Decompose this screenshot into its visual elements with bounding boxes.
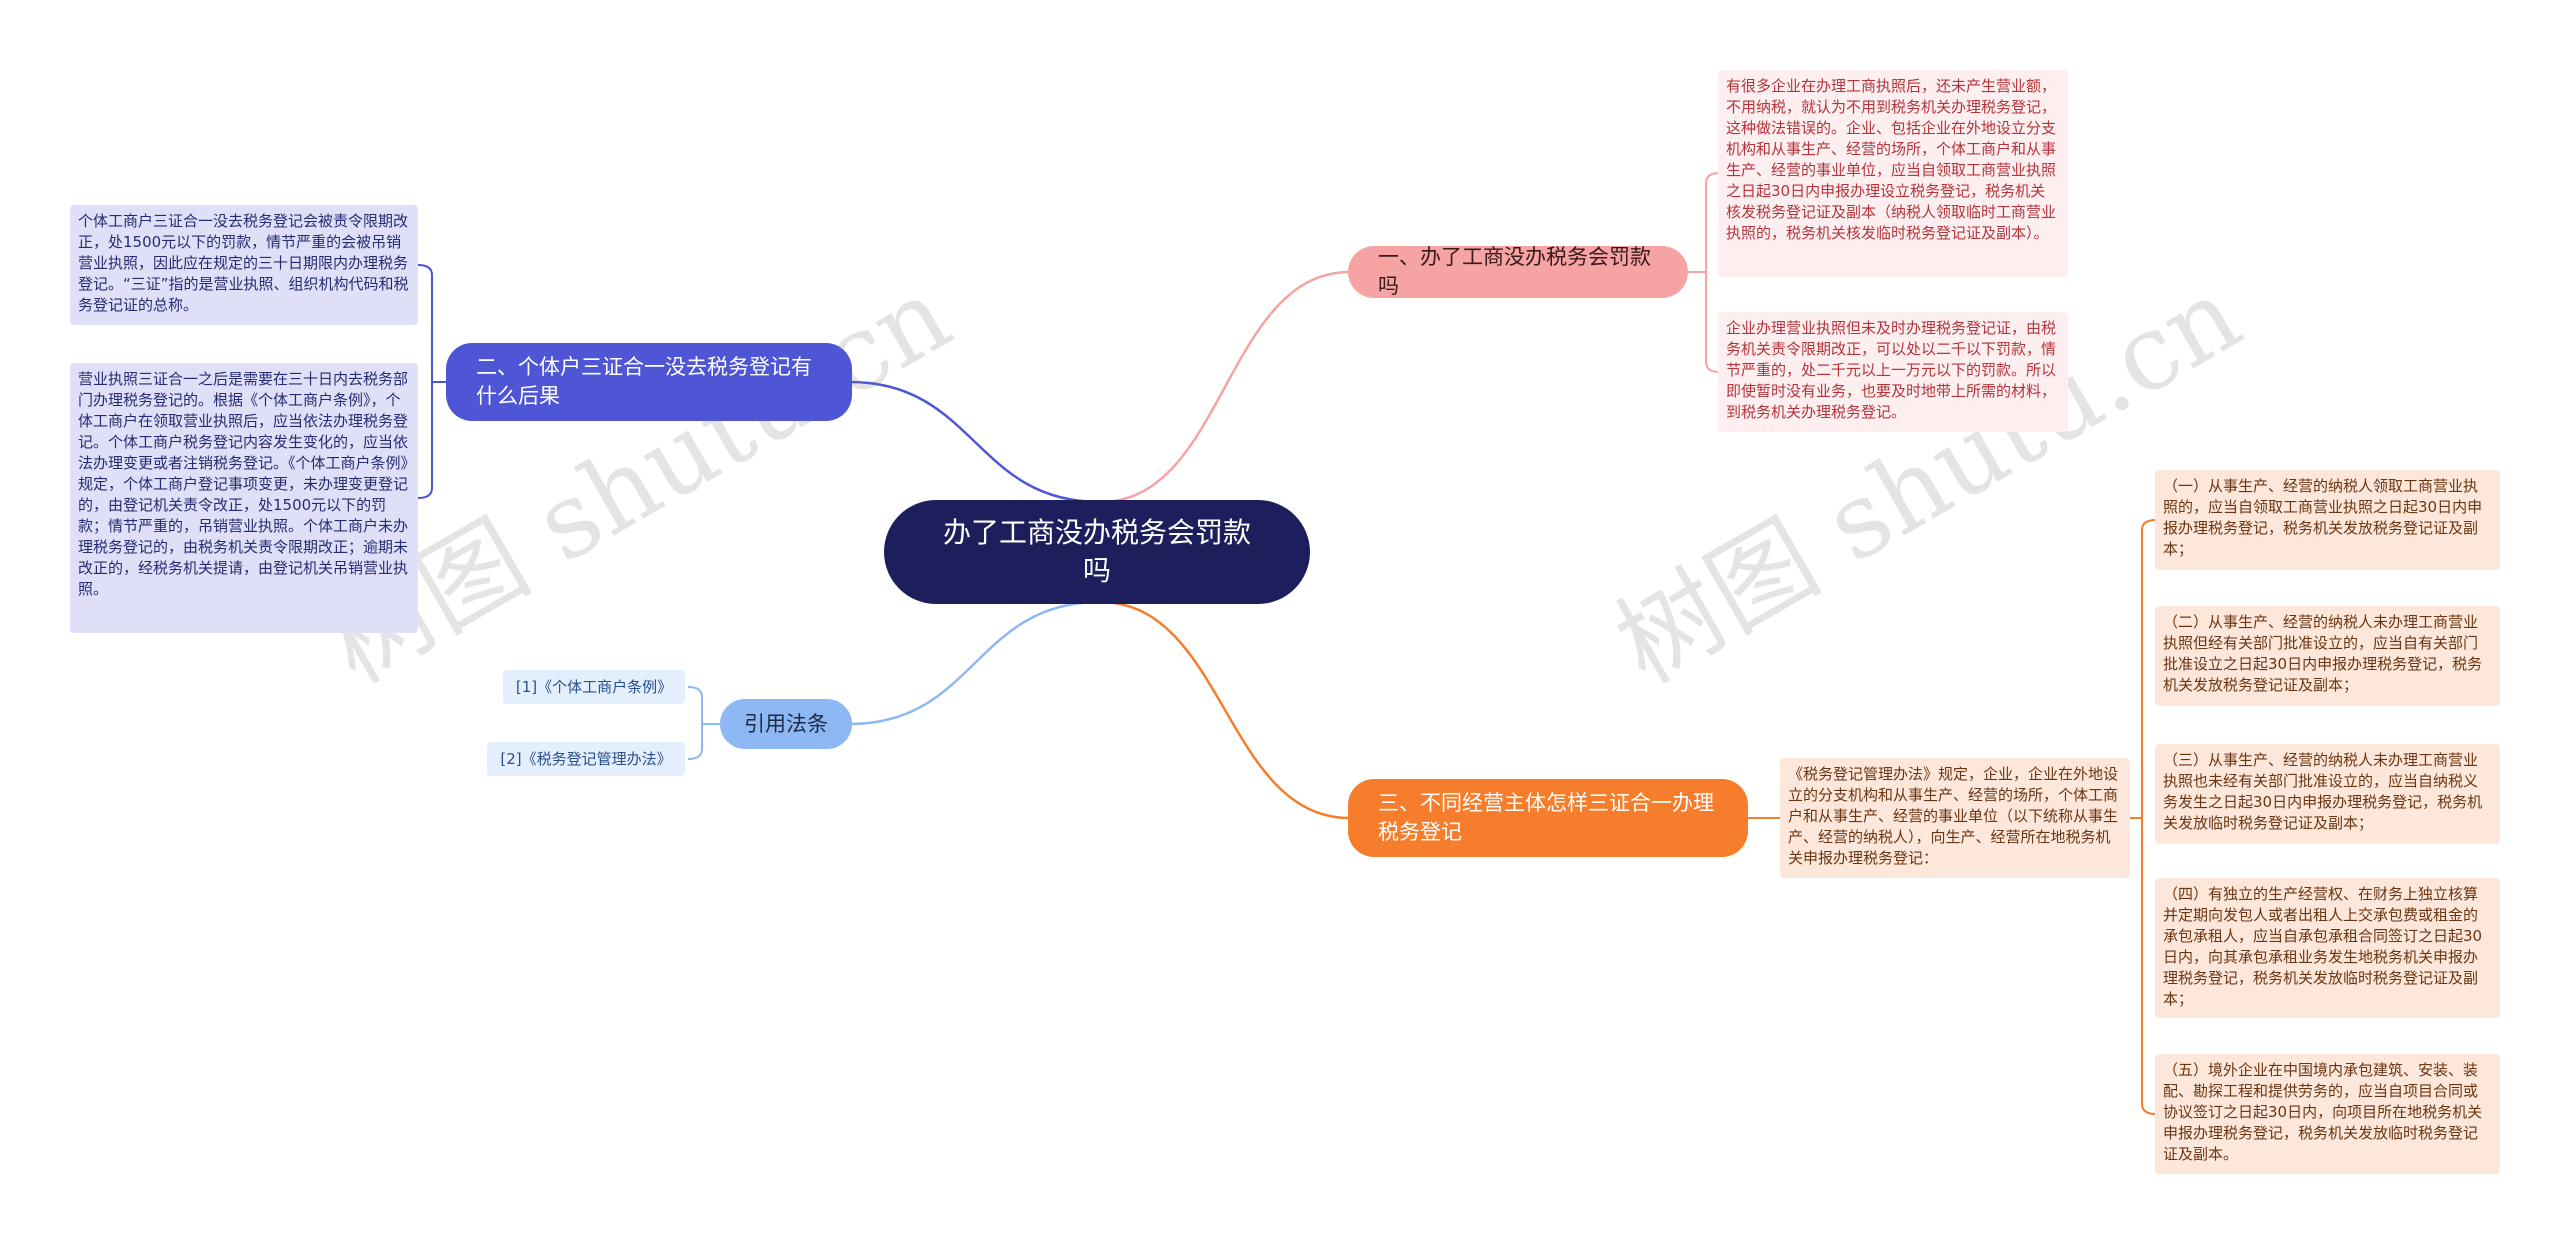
connector-root-branch4: [849, 600, 1101, 726]
leaf-registration-item[interactable]: （三）从事生产、经营的纳税人未办理工商营业执照也未经有关部门批准设立的，应当自纳…: [2155, 744, 2500, 844]
branch-individual-consequences[interactable]: 二、个体户三证合一没去税务登记有什么后果: [446, 343, 852, 421]
leaf-registration-rule[interactable]: 《税务登记管理办法》规定，企业，企业在外地设立的分支机构和从事生产、经营的场所，…: [1780, 758, 2130, 878]
bracket-branch2: [417, 264, 446, 499]
connector-root-branch1: [1099, 270, 1351, 504]
leaf-registration-item[interactable]: （五）境外企业在中国境内承包建筑、安装、装配、勘探工程和提供劳务的，应当自项目合…: [2155, 1054, 2500, 1174]
connector-root-branch3: [1099, 600, 1351, 820]
leaf-registration-item[interactable]: （二）从事生产、经营的纳税人未办理工商营业执照但经有关部门批准设立的，应当自有关…: [2155, 606, 2500, 706]
leaf-registration-item[interactable]: （四）有独立的生产经营权、在财务上独立核算并定期向发包人或者出租人上交承包费或租…: [2155, 878, 2500, 1018]
reference-item[interactable]: [1]《个体工商户条例》: [503, 670, 685, 704]
reference-item[interactable]: [2]《税务登记管理办法》: [487, 742, 685, 776]
branch-registration-methods[interactable]: 三、不同经营主体怎样三证合一办理税务登记: [1348, 779, 1748, 857]
leaf-penalty-amount[interactable]: 企业办理营业执照但未及时办理税务登记证，由税务机关责令限期改正，可以处以二千以下…: [1718, 312, 2068, 432]
connector-root-branch2: [849, 380, 1101, 504]
leaf-individual-summary[interactable]: 个体工商户三证合一没去税务登记会被责令限期改正，处1500元以下的罚款，情节严重…: [70, 205, 418, 325]
branch-references[interactable]: 引用法条: [720, 699, 852, 749]
root-topic[interactable]: 办了工商没办税务会罚款吗: [884, 500, 1310, 604]
bracket-branch1: [1688, 172, 1721, 373]
leaf-penalty-explanation[interactable]: 有很多企业在办理工商执照后，还未产生营业额，不用纳税，就认为不用到税务机关办理税…: [1718, 70, 2068, 277]
bracket-branch4: [687, 686, 720, 760]
branch-penalty-question[interactable]: 一、办了工商没办税务会罚款吗: [1348, 245, 1688, 298]
bracket-branch3-items: [2130, 519, 2157, 1115]
leaf-registration-item[interactable]: （一）从事生产、经营的纳税人领取工商营业执照的，应当自领取工商营业执照之日起30…: [2155, 470, 2500, 570]
leaf-individual-detail[interactable]: 营业执照三证合一之后是需要在三十日内去税务部门办理税务登记的。根据《个体工商户条…: [70, 363, 418, 633]
